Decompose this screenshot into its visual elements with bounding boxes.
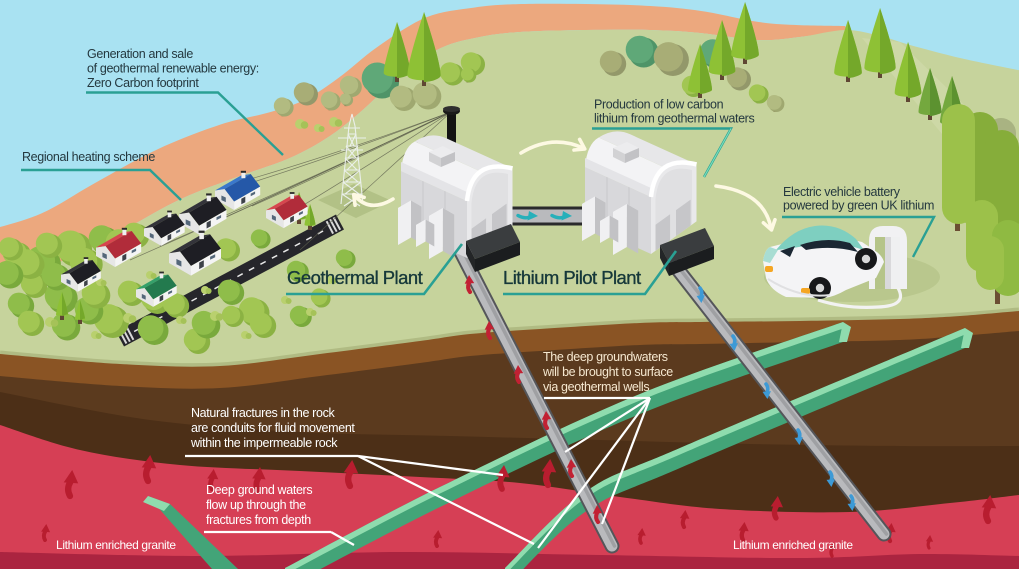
svg-text:within the impermeable rock: within the impermeable rock xyxy=(190,436,338,450)
svg-text:Lithium Pilot Plant: Lithium Pilot Plant xyxy=(503,267,641,288)
svg-text:will be brought to surface: will be brought to surface xyxy=(542,365,673,379)
svg-text:Generation and sale: Generation and sale xyxy=(87,47,193,61)
svg-text:The deep groundwaters: The deep groundwaters xyxy=(543,350,668,364)
svg-text:Natural fractures in the rock: Natural fractures in the rock xyxy=(191,406,335,420)
svg-text:Zero Carbon footprint: Zero Carbon footprint xyxy=(87,76,199,90)
svg-text:powered by green UK lithium: powered by green UK lithium xyxy=(783,199,934,213)
svg-text:Regional heating scheme: Regional heating scheme xyxy=(22,150,155,164)
svg-text:flow up through the: flow up through the xyxy=(206,498,306,512)
svg-text:lithium from geothermal waters: lithium from geothermal waters xyxy=(594,112,754,126)
svg-text:are conduits for fluid movemen: are conduits for fluid movement xyxy=(191,421,355,435)
svg-text:Electric vehicle battery: Electric vehicle battery xyxy=(783,185,901,199)
svg-text:via geothermal wells: via geothermal wells xyxy=(543,380,649,394)
svg-text:Production of low carbon: Production of low carbon xyxy=(594,98,724,112)
svg-text:Geothermal Plant: Geothermal Plant xyxy=(287,267,423,288)
svg-text:Lithium enriched granite: Lithium enriched granite xyxy=(733,538,853,552)
svg-text:Lithium enriched granite: Lithium enriched granite xyxy=(56,538,176,552)
svg-text:Deep ground waters: Deep ground waters xyxy=(206,483,312,497)
svg-text:of geothermal renewable energy: of geothermal renewable energy: xyxy=(87,62,259,76)
svg-text:fractures from depth: fractures from depth xyxy=(206,513,311,527)
